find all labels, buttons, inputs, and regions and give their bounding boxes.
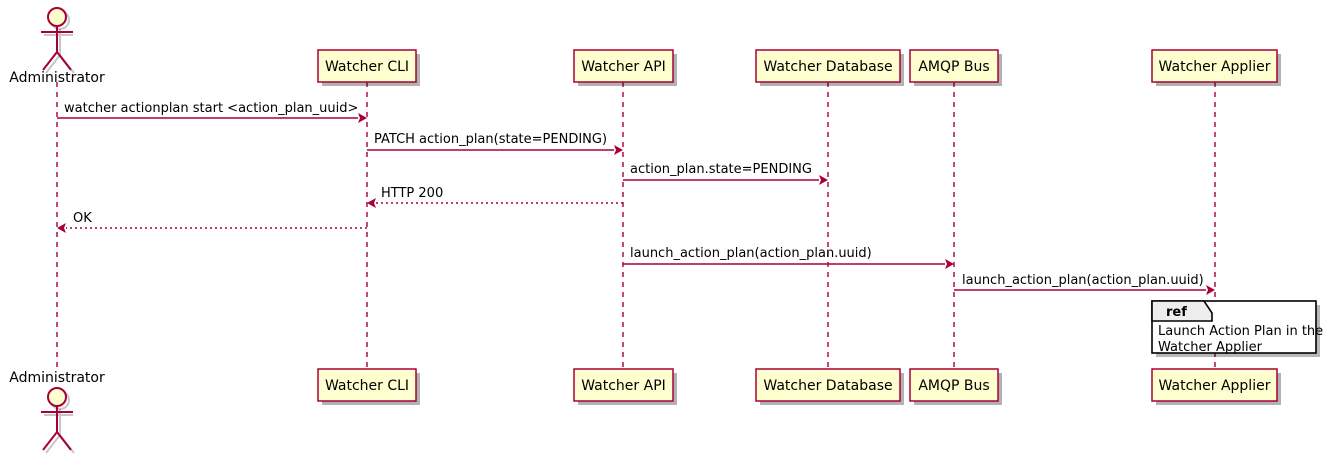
message-label: HTTP 200 [381,186,443,201]
message-2: PATCH action_plan(state=PENDING) [367,132,623,155]
message-5: OK [57,211,367,233]
message-arrowhead-icon [358,113,367,123]
ref-fragment-tab [1151,300,1213,322]
actor-body-shadow [44,29,75,74]
actor-head-icon [47,387,67,407]
message-arrowhead-icon [945,259,954,269]
message-label: PATCH action_plan(state=PENDING) [374,132,607,147]
participant-label-watcher-applier: Watcher Applier [1159,59,1271,75]
participant-box-watcher-applier[interactable] [1151,368,1278,402]
participant-box-watcher-applier[interactable] [1151,49,1278,83]
participant-label-administrator: Administrator [9,70,105,86]
participant-label-watcher-api: Watcher API [581,59,666,75]
actor-left-leg-icon [42,431,58,451]
actor-head-icon [47,7,67,27]
ref-fragment-line-1: Launch Action Plan in the [1158,324,1323,339]
message-7: launch_action_plan(action_plan.uuid) [954,273,1215,295]
message-arrowhead-icon [367,198,376,208]
participant-label-watcher-database: Watcher Database [763,378,892,394]
participant-box-amqp-bus[interactable] [909,368,999,402]
participant-label-watcher-database: Watcher Database [763,59,892,75]
participant-label-amqp-bus: AMQP Bus [918,378,989,394]
participant-box-watcher-cli[interactable] [317,368,417,402]
message-arrowhead-icon [819,175,828,185]
message-arrowhead-icon [57,223,66,233]
message-3: action_plan.state=PENDING [623,162,828,185]
participant-box-watcher-api[interactable] [573,368,674,402]
participant-label-watcher-api: Watcher API [581,378,666,394]
message-6: launch_action_plan(action_plan.uuid) [623,246,954,269]
participant-label-watcher-cli: Watcher CLI [325,378,409,394]
message-4: HTTP 200 [367,186,623,208]
message-label: launch_action_plan(action_plan.uuid) [962,273,1204,288]
participant-label-watcher-cli: Watcher CLI [325,59,409,75]
participant-label-amqp-bus: AMQP Bus [918,59,989,75]
messages-layer: watcher actionplan start <action_plan_uu… [57,101,1215,295]
participant-box-watcher-database[interactable] [755,368,901,402]
ref-fragment-tab-label: ref [1166,305,1187,320]
participant-heads-top: Administrator Watcher CLI Watcher API Watch… [9,7,1281,86]
participant-label-administrator: Administrator [9,370,105,386]
message-label: action_plan.state=PENDING [630,162,812,177]
ref-fragment-line-2: Watcher Applier [1158,340,1263,355]
lifelines-layer [56,82,1216,369]
participant-box-watcher-cli[interactable] [317,49,417,83]
participant-box-amqp-bus[interactable] [909,49,999,83]
actor-right-leg-icon [56,51,72,71]
participant-box-watcher-api[interactable] [573,49,674,83]
participant-box-watcher-database[interactable] [755,49,901,83]
message-label: watcher actionplan start <action_plan_uu… [64,101,358,116]
participant-label-watcher-applier: Watcher Applier [1159,378,1271,394]
message-label: OK [73,211,92,226]
message-1: watcher actionplan start <action_plan_uu… [57,101,367,123]
message-arrowhead-icon [1206,285,1215,295]
message-label: launch_action_plan(action_plan.uuid) [630,246,872,261]
actor-body-shadow [44,409,75,454]
message-arrowhead-icon [614,145,623,155]
actor-right-leg-icon [56,431,72,451]
actor-left-leg-icon [42,51,58,71]
